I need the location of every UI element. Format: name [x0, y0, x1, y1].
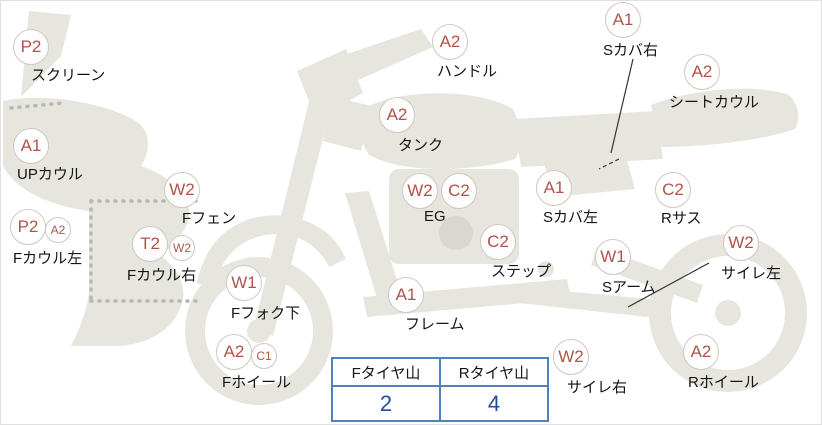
- condition-code-screen: P2: [13, 29, 49, 65]
- code-text: C1: [256, 349, 272, 363]
- part-label-frame: フレーム: [405, 316, 465, 333]
- condition-code-r-wheel: A2: [683, 334, 719, 370]
- tire-table-header-row: Fタイヤ山 Rタイヤ山: [331, 357, 549, 387]
- code-text: A2: [50, 223, 66, 237]
- f-tire-value: 2: [331, 385, 441, 422]
- code-text: W2: [728, 233, 754, 252]
- part-label-f-wheel: Fホイール: [222, 374, 292, 391]
- part-label-step: ステップ: [491, 263, 552, 280]
- code-text: A2: [439, 32, 461, 51]
- code-text: A1: [612, 10, 634, 29]
- tire-tread-table: Fタイヤ山 Rタイヤ山 2 4: [331, 357, 549, 422]
- f-tire-header: Fタイヤ山: [331, 357, 441, 387]
- condition-code-engine-2: C2: [441, 173, 477, 209]
- part-label-screen: スクリーン: [31, 67, 106, 84]
- code-text: A1: [543, 178, 565, 197]
- condition-code-r-suspension: C2: [655, 172, 691, 208]
- code-text: C2: [662, 180, 684, 199]
- part-label-seat-cowl: シートカウル: [669, 94, 760, 111]
- code-text: T2: [140, 234, 160, 253]
- condition-code-seat-cowl: A2: [684, 54, 720, 90]
- condition-code-handle: A2: [432, 24, 468, 60]
- condition-subcode-f-wheel: C1: [251, 343, 277, 369]
- r-tire-value: 4: [439, 385, 549, 422]
- condition-subcode-f-cowl-right: W2: [169, 235, 195, 261]
- condition-code-frame: A1: [388, 277, 424, 313]
- code-text: C2: [487, 232, 509, 251]
- part-label-up-cowl: UPカウル: [17, 166, 83, 183]
- code-text: W2: [558, 347, 584, 366]
- code-text: C2: [448, 181, 470, 200]
- part-label-f-fork-lower: Fフォク下: [231, 305, 301, 322]
- code-text: P2: [17, 217, 39, 236]
- part-label-r-wheel: Rホイール: [688, 374, 759, 391]
- condition-code-step: C2: [480, 224, 516, 260]
- condition-code-f-cowl-right: T2: [132, 226, 168, 262]
- part-label-f-cowl-right: Fカウル右: [127, 267, 197, 284]
- condition-code-side-cover-left: A1: [536, 170, 572, 206]
- code-text: W1: [231, 273, 257, 292]
- code-text: A1: [20, 136, 42, 155]
- code-text: A2: [690, 342, 712, 361]
- code-text: A2: [691, 62, 713, 81]
- part-label-engine: EG: [424, 208, 446, 225]
- part-label-side-cover-right: Sカバ右: [603, 42, 659, 59]
- condition-code-f-wheel: A2: [216, 334, 252, 370]
- condition-code-f-fender: W2: [164, 172, 200, 208]
- condition-code-up-cowl: A1: [13, 128, 49, 164]
- part-label-tank: タンク: [398, 137, 444, 154]
- tire-table-value-row: 2 4: [331, 385, 549, 422]
- pointer-lines: [598, 58, 710, 308]
- part-label-silencer-right: サイレ右: [567, 379, 628, 396]
- condition-code-f-cowl-left: P2: [10, 209, 46, 245]
- part-label-r-suspension: Rサス: [661, 210, 702, 227]
- condition-code-tank: A2: [379, 97, 415, 133]
- condition-code-f-fork-lower: W1: [226, 265, 262, 301]
- code-text: P2: [20, 37, 42, 56]
- code-text: W2: [173, 241, 191, 255]
- condition-code-swing-arm: W1: [595, 239, 631, 275]
- part-label-swing-arm: Sアーム: [602, 279, 656, 296]
- code-text: W2: [169, 180, 195, 199]
- condition-subcode-f-cowl-left: A2: [45, 217, 71, 243]
- condition-code-silencer-left: W2: [723, 225, 759, 261]
- part-label-silencer-left: サイレ左: [721, 265, 782, 282]
- r-tire-header: Rタイヤ山: [439, 357, 549, 387]
- part-label-f-fender: Fフェン: [182, 210, 237, 227]
- code-text: A2: [223, 342, 245, 361]
- condition-code-silencer-right: W2: [553, 339, 589, 375]
- code-text: A2: [386, 105, 408, 124]
- part-label-handle: ハンドル: [437, 63, 498, 80]
- condition-code-side-cover-right: A1: [605, 2, 641, 38]
- condition-code-engine-1: W2: [402, 173, 438, 209]
- code-text: A1: [395, 285, 417, 304]
- code-text: W2: [407, 181, 433, 200]
- code-text: W1: [600, 247, 626, 266]
- part-label-side-cover-left: Sカバ左: [543, 209, 599, 226]
- part-label-f-cowl-left: Fカウル左: [13, 250, 83, 267]
